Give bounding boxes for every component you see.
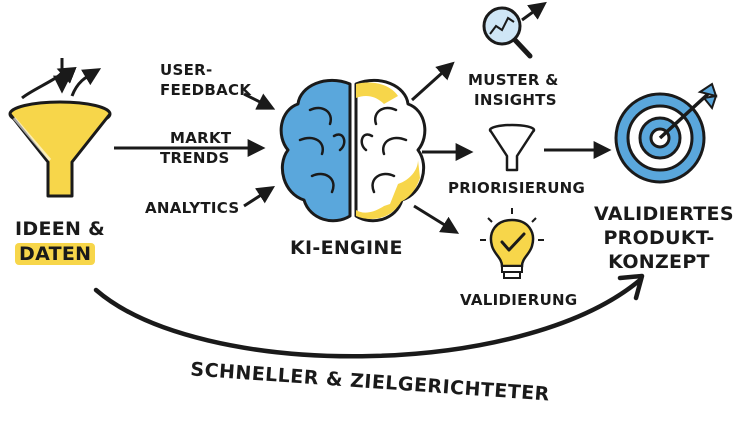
analytics-label: ANALYTICS (145, 199, 240, 217)
engine-label: KI-ENGINE (290, 237, 403, 259)
result-label-line3: KONZEPT (608, 251, 710, 273)
input-connectors (114, 92, 276, 208)
small-funnel-icon (488, 123, 536, 172)
input-funnel-icon (8, 58, 112, 198)
magnifier-chart-icon (482, 1, 547, 59)
result-label-line2: PRODUKT- (603, 227, 715, 249)
prioritization-label: PRIORISIERUNG (448, 179, 586, 197)
user-feedback-label-line1: USER- (160, 61, 213, 79)
market-trends-label-line2: TRENDS (160, 149, 230, 167)
funnel-label-line1: IDEEN & (15, 218, 105, 240)
funnel-label-highlight: DATEN (15, 243, 96, 265)
user-feedback-label-line2: FEEDBACK (160, 81, 252, 99)
validation-label: VALIDIERUNG (460, 291, 578, 309)
speed-arc-arrow (93, 273, 645, 359)
target-arrow-icon (614, 82, 718, 184)
patterns-label-line1: MUSTER & (468, 71, 559, 89)
patterns-label-line2: INSIGHTS (474, 91, 557, 109)
funnel-label-line2: DATEN (15, 243, 96, 265)
market-trends-label-line1: MARKT (170, 129, 232, 147)
lightbulb-check-icon (480, 208, 544, 279)
output-connectors (410, 61, 612, 234)
result-label-line1: VALIDIERTES (594, 203, 734, 225)
brain-icon (279, 78, 427, 223)
